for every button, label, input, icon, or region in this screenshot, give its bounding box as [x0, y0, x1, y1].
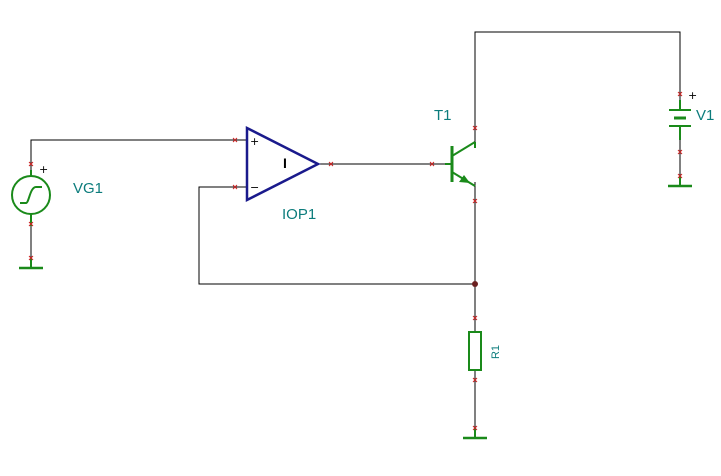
- wire-feedback-loop: [198, 186, 475, 285]
- battery-v1[interactable]: +: [669, 89, 697, 140]
- terminal-marker: [472, 198, 478, 204]
- signal-generator-vg1[interactable]: +: [11, 163, 51, 226]
- emitter-arrow-icon: [459, 175, 470, 183]
- vg1-label: VG1: [73, 180, 103, 197]
- resistor-body: [468, 331, 482, 371]
- terminal-marker: [232, 184, 238, 190]
- battery-plus-mark: +: [688, 89, 697, 102]
- wire-collector-to-v1: [474, 31, 681, 148]
- op-amp-iop1[interactable]: + − I: [245, 125, 321, 203]
- terminal-marker: [677, 173, 683, 179]
- junction-dot: [472, 281, 478, 287]
- terminal-marker: [472, 315, 478, 321]
- op-amp-plus-input: +: [250, 135, 259, 148]
- terminal-marker: [328, 161, 334, 167]
- ground-v1: [668, 176, 692, 188]
- terminal-marker: [232, 137, 238, 143]
- terminal-marker: [28, 255, 34, 261]
- terminal-markers: [28, 91, 683, 431]
- transistor-label: T1: [434, 107, 452, 124]
- op-amp-inner-symbol: I: [283, 155, 287, 171]
- sine-step-icon: [20, 186, 42, 204]
- transistor-t1[interactable]: [445, 141, 476, 187]
- ground-r1: [463, 428, 487, 440]
- resistor-r1[interactable]: [468, 331, 482, 371]
- terminal-marker: [677, 149, 683, 155]
- transistor-collector-lead: [451, 141, 476, 157]
- op-amp-minus-input: −: [250, 181, 259, 194]
- battery-label: V1: [696, 107, 714, 124]
- terminal-marker: [472, 425, 478, 431]
- resistor-label: R1: [490, 345, 502, 359]
- terminal-marker: [677, 91, 683, 97]
- vg1-body: [11, 175, 51, 215]
- terminal-marker: [28, 161, 34, 167]
- terminal-marker: [28, 221, 34, 227]
- op-amp-label: IOP1: [282, 206, 316, 223]
- vg1-plus-mark: +: [39, 163, 48, 176]
- terminal-marker: [429, 161, 435, 167]
- wires: [30, 31, 681, 437]
- terminal-marker: [472, 377, 478, 383]
- terminal-marker: [472, 125, 478, 131]
- wire-vg1-to-opamp-plus: [30, 139, 247, 170]
- op-amp-triangle: [245, 125, 321, 203]
- ground-vg1: [19, 258, 43, 270]
